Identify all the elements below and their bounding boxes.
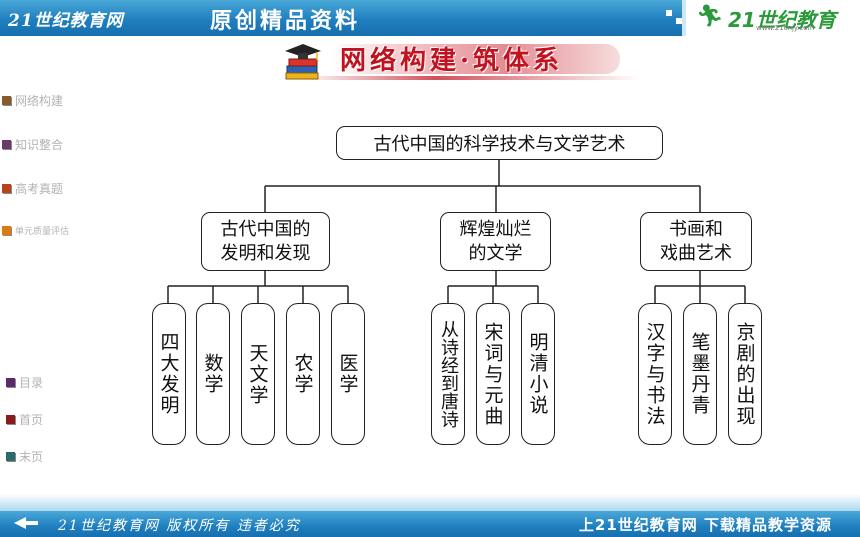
logo-url: www.21cnjy.com [756, 24, 815, 32]
leaf-node: 京剧的出现 [728, 303, 762, 445]
leaf-node: 笔墨丹青 [683, 303, 717, 445]
branch-node-literature: 辉煌灿烂 的文学 [440, 212, 551, 271]
site-name[interactable]: 21世纪教育网 [8, 11, 124, 31]
branch-node-arts: 书画和 戏曲艺术 [640, 212, 752, 271]
back-arrow-icon[interactable] [14, 517, 26, 529]
square-bullet-icon [2, 226, 11, 235]
site-logo[interactable]: 🏃︎ 21世纪教育 www.21cnjy.com [682, 0, 860, 36]
sidebar-item-assessment[interactable]: 单元质量评估 [2, 224, 69, 237]
square-bullet-icon [2, 96, 11, 105]
banner-slogan: 原创精品资料 [210, 8, 361, 34]
leaf-node: 明清小说 [521, 303, 555, 445]
branch-label-line: 辉煌灿烂 [459, 218, 532, 240]
leaf-node: 宋词与元曲 [476, 303, 510, 445]
branch-label-line: 戏曲艺术 [660, 242, 732, 264]
footer-bar: 21世纪教育网 版权所有 违者必究 上21世纪教育网 下载精品教学资源 [0, 511, 860, 537]
square-bullet-icon [6, 452, 15, 461]
top-banner: 21世纪教育网 原创精品资料 🏃︎ 21世纪教育 www.21cnjy.com [0, 0, 860, 36]
leaf-node: 医学 [331, 303, 365, 445]
branch-label-line: 的文学 [468, 242, 523, 264]
back-arrow-tail [24, 521, 38, 525]
nav-label: 首页 [19, 413, 44, 427]
leaf-node: 农学 [286, 303, 320, 445]
section-title: 网络构建·筑体系 [340, 46, 564, 76]
pixel-decoration [666, 10, 672, 16]
leaf-node: 汉字与书法 [638, 303, 672, 445]
leaf-node: 天文学 [241, 303, 275, 445]
sidebar-item-knowledge[interactable]: 知识整合 [2, 136, 63, 153]
square-bullet-icon [2, 184, 11, 193]
leaf-node: 从诗经到唐诗 [431, 303, 465, 445]
branch-node-inventions: 古代中国的 发明和发现 [201, 212, 330, 271]
nav-first-page[interactable]: 首页 [6, 411, 43, 428]
leaf-node: 数学 [196, 303, 230, 445]
square-bullet-icon [2, 140, 11, 149]
logo-text: 21世纪教育 [728, 8, 836, 32]
nav-label: 目录 [19, 376, 44, 390]
branch-label-line: 书画和 [669, 218, 723, 240]
root-node: 古代中国的科学技术与文学艺术 [336, 126, 663, 160]
sidebar-item-label: 知识整合 [15, 138, 64, 152]
sidebar-item-network-build[interactable]: 网络构建 [2, 92, 63, 109]
sidebar-item-exam[interactable]: 高考真题 [2, 180, 63, 197]
branch-label-line: 发明和发现 [220, 242, 311, 264]
footer-stripe [0, 494, 860, 511]
copyright-text: 21世纪教育网 版权所有 违者必究 [58, 518, 301, 534]
leaf-node: 四大发明 [152, 303, 186, 445]
nav-contents[interactable]: 目录 [6, 374, 43, 391]
section-title-bar [330, 44, 620, 74]
square-bullet-icon [6, 415, 15, 424]
nav-last-page[interactable]: 末页 [6, 448, 43, 465]
runner-icon: 🏃︎ [696, 4, 724, 29]
pixel-decoration [676, 18, 682, 24]
nav-label: 末页 [19, 450, 44, 464]
sidebar-item-label: 网络构建 [15, 94, 64, 108]
branch-label-line: 古代中国的 [220, 218, 311, 240]
footer-promo-link[interactable]: 上21世纪教育网 下载精品教学资源 [578, 516, 832, 534]
section-underline [300, 76, 640, 80]
sidebar-item-label: 高考真题 [15, 182, 64, 196]
sidebar-item-label: 单元质量评估 [15, 227, 70, 237]
square-bullet-icon [6, 378, 15, 387]
books-graduation-icon [285, 44, 321, 80]
